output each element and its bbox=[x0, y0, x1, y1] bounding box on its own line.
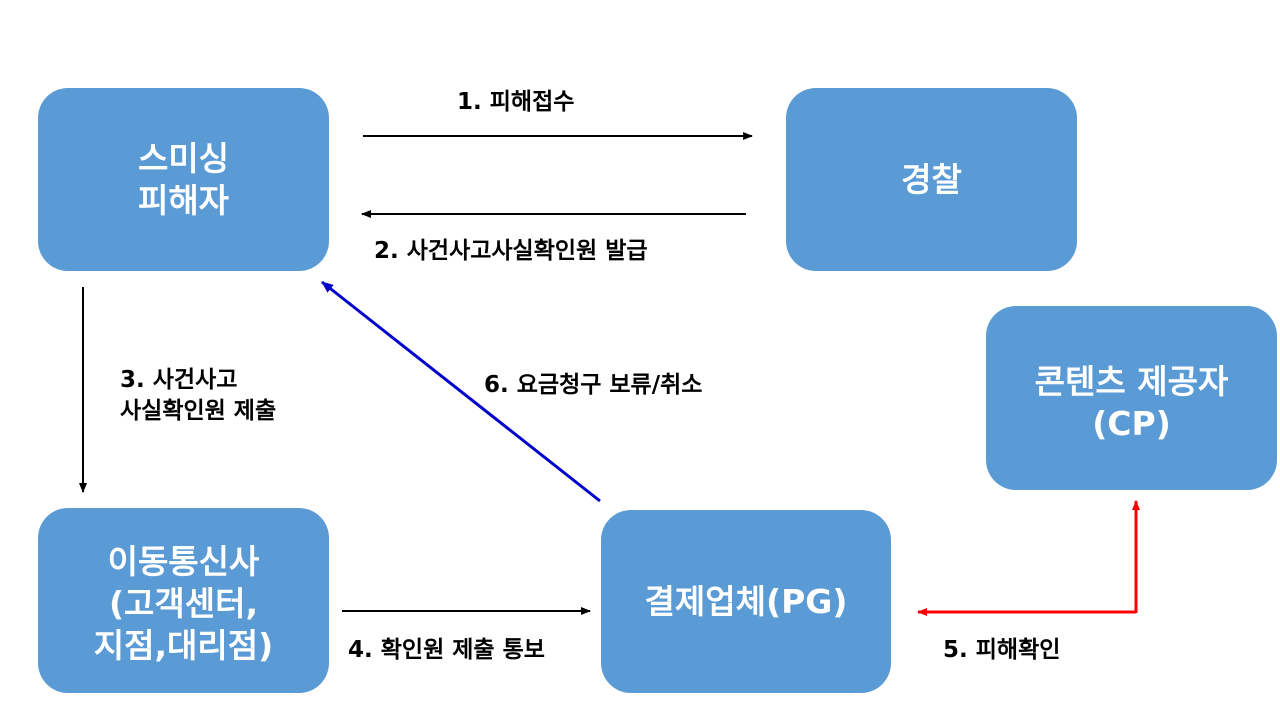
label-step5: 5. 피해확인 bbox=[943, 637, 1061, 663]
node-payment-gateway: 결제업체(PG) bbox=[601, 510, 891, 693]
node-telecom: 이동통신사 (고객센터, 지점,대리점) bbox=[38, 508, 329, 693]
node-smishing-victim: 스미싱 피해자 bbox=[38, 88, 329, 271]
arrow-step5 bbox=[917, 608, 1138, 616]
label-step1: 1. 피해접수 bbox=[457, 89, 575, 115]
label-step2: 2. 사건사고사실확인원 발급 bbox=[374, 238, 648, 264]
label-step4: 4. 확인원 제출 통보 bbox=[348, 637, 545, 663]
label-step6: 6. 요금청구 보류/취소 bbox=[484, 372, 703, 398]
label-step3: 3. 사건사고 사실확인원 제출 bbox=[120, 367, 277, 424]
arrow-step6 bbox=[321, 280, 601, 503]
node-police: 경찰 bbox=[786, 88, 1077, 271]
node-content-provider: 콘텐츠 제공자 (CP) bbox=[986, 306, 1277, 490]
